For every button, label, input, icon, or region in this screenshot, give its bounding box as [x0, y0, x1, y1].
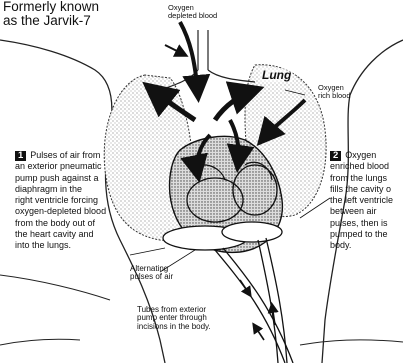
step-2-number: 2: [330, 151, 341, 161]
title-line-1: Formerly known: [3, 0, 99, 14]
air-tube-right: [258, 240, 278, 363]
label-tubes: Tubes from exterior pump enter through i…: [137, 306, 211, 331]
arrow-depleted-in: [180, 22, 198, 95]
label-alternating-pulses: Alternating pulses of air: [130, 265, 173, 282]
step-1-number: 1: [15, 151, 26, 161]
title-line-2: as the Jarvik-7: [3, 14, 99, 28]
label-oxygen-rich: Oxygen rich blood: [318, 84, 351, 100]
title: Formerly known as the Jarvik-7: [3, 0, 99, 28]
air-tube-left: [215, 250, 285, 363]
label-oxygen-depleted: Oxygen depleted blood: [168, 4, 217, 20]
label-lung: Lung: [260, 68, 293, 82]
